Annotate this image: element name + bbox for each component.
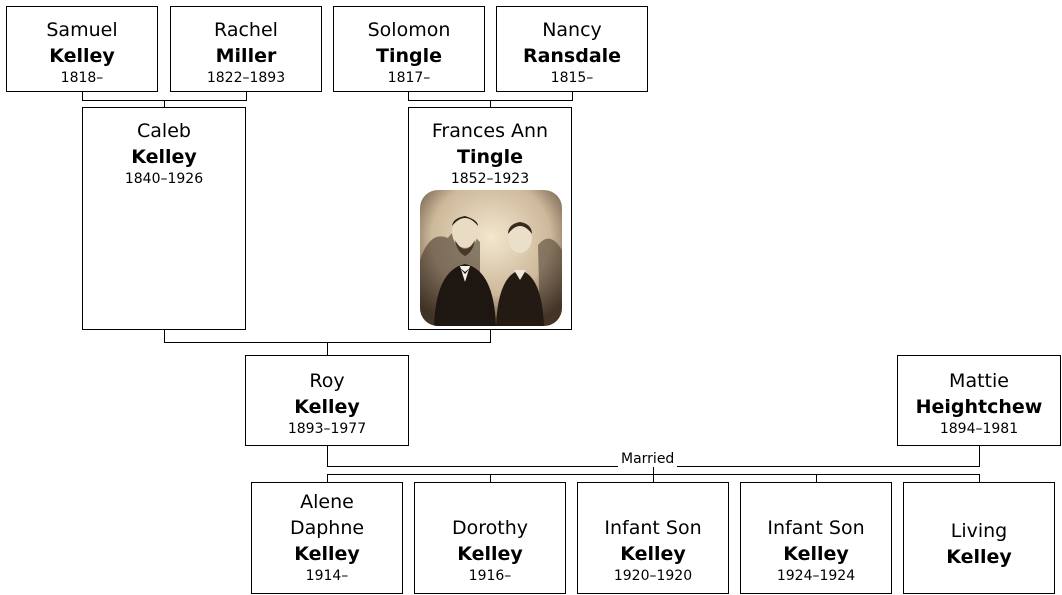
last-name: Kelley: [946, 546, 1012, 568]
first-name: Caleb: [137, 120, 191, 142]
connector: [572, 91, 573, 101]
life-dates: 1893–1977: [287, 421, 367, 437]
first-name: Solomon: [367, 19, 451, 41]
first-name-line: Daphne: [289, 517, 365, 539]
first-name: Frances Ann: [431, 120, 549, 142]
person-card-samuel-kelley[interactable]: Samuel Kelley 1818–: [6, 6, 158, 92]
connector: [490, 474, 491, 483]
connector: [979, 445, 980, 466]
person-card-infant-son-kelley-1924[interactable]: Infant Son Kelley 1924–1924: [740, 482, 892, 594]
first-name: Rachel: [214, 19, 278, 41]
first-name: Mattie: [949, 370, 1009, 392]
last-name: Kelley: [457, 543, 523, 565]
person-card-nancy-ransdale[interactable]: Nancy Ransdale 1815–: [496, 6, 648, 92]
married-label: Married: [618, 451, 678, 467]
person-card-mattie-heightchew[interactable]: Mattie Heightchew 1894–1981: [897, 355, 1061, 446]
last-name: Tingle: [376, 45, 442, 67]
first-name: Samuel: [46, 19, 118, 41]
connector: [327, 342, 328, 356]
person-card-rachel-miller[interactable]: Rachel Miller 1822–1893: [170, 6, 322, 92]
last-name: Tingle: [457, 146, 523, 168]
last-name: Kelley: [294, 543, 360, 565]
person-card-caleb-kelley[interactable]: Caleb Kelley 1840–1926: [82, 107, 246, 330]
first-name: Dorothy: [451, 517, 528, 539]
connector: [164, 100, 165, 108]
connector: [979, 474, 980, 483]
connector: [327, 445, 328, 466]
connector: [82, 91, 83, 101]
person-card-alene-daphne-kelley[interactable]: Alene Daphne Kelley 1914–: [251, 482, 403, 594]
person-card-dorothy-kelley[interactable]: Dorothy Kelley 1916–: [414, 482, 566, 594]
life-dates: 1815–: [550, 70, 594, 86]
connector: [816, 474, 817, 483]
last-name: Miller: [215, 45, 277, 67]
life-dates: 1817–: [387, 70, 431, 86]
last-name: Ransdale: [522, 45, 622, 67]
life-dates: 1920–1920: [613, 568, 693, 584]
last-name: Kelley: [294, 396, 360, 418]
connector: [490, 329, 491, 343]
life-dates: 1818–: [60, 70, 104, 86]
first-name: Infant Son: [767, 517, 865, 539]
person-card-solomon-tingle[interactable]: Solomon Tingle 1817–: [333, 6, 485, 92]
last-name: Kelley: [49, 45, 115, 67]
first-name: Living: [950, 520, 1008, 542]
last-name: Kelley: [131, 146, 197, 168]
life-dates: 1894–1981: [939, 421, 1019, 437]
last-name: Kelley: [620, 543, 686, 565]
first-name: Infant Son: [604, 517, 702, 539]
person-card-infant-son-kelley-1920[interactable]: Infant Son Kelley 1920–1920: [577, 482, 729, 594]
life-dates: 1852–1923: [450, 171, 530, 187]
first-name: Nancy: [542, 19, 602, 41]
connector: [164, 329, 165, 343]
last-name: Heightchew: [915, 396, 1043, 418]
life-dates: 1840–1926: [124, 171, 204, 187]
person-card-living-kelley[interactable]: Living Kelley: [903, 482, 1055, 594]
portrait-illustration: [420, 190, 562, 326]
first-name: Roy: [309, 370, 345, 392]
connector: [327, 474, 328, 483]
connector: [653, 466, 654, 483]
person-card-roy-kelley[interactable]: Roy Kelley 1893–1977: [245, 355, 409, 446]
connector: [490, 100, 491, 108]
last-name: Kelley: [783, 543, 849, 565]
life-dates: 1822–1893: [206, 70, 286, 86]
connector: [246, 91, 247, 101]
life-dates: 1916–: [468, 568, 512, 584]
first-name-line: Alene: [300, 491, 354, 513]
life-dates: 1914–: [305, 568, 349, 584]
life-dates: 1924–1924: [776, 568, 856, 584]
person-card-frances-ann-tingle[interactable]: Frances Ann Tingle 1852–1923: [408, 107, 572, 330]
portrait-photo: [420, 190, 562, 326]
connector: [408, 91, 409, 101]
